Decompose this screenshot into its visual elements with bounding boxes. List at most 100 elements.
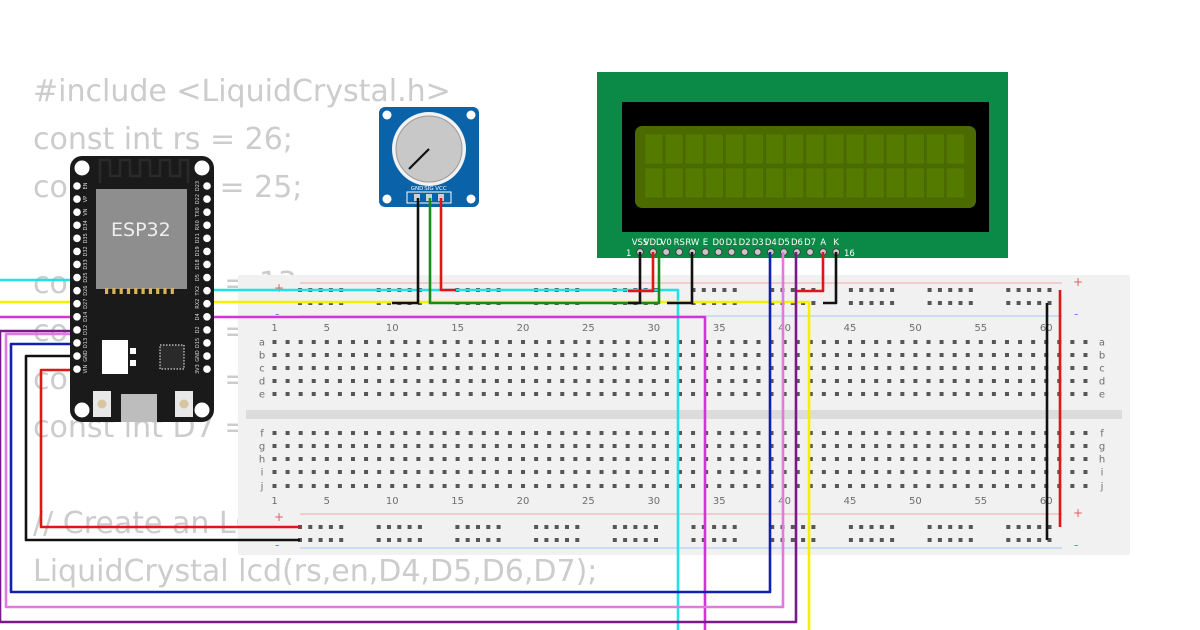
breadboard-hole[interactable] <box>913 392 918 396</box>
breadboard-hole[interactable] <box>1037 301 1042 305</box>
breadboard-hole[interactable] <box>848 379 853 383</box>
breadboard-hole[interactable] <box>534 470 539 474</box>
breadboard-hole[interactable] <box>324 392 329 396</box>
breadboard-hole[interactable] <box>468 484 473 488</box>
breadboard-hole[interactable] <box>952 470 957 474</box>
breadboard-hole[interactable] <box>743 470 748 474</box>
breadboard-hole[interactable] <box>364 444 369 448</box>
breadboard-hole[interactable] <box>455 538 460 542</box>
breadboard-hole[interactable] <box>429 431 434 435</box>
breadboard-hole[interactable] <box>821 379 826 383</box>
breadboard-hole[interactable] <box>377 484 382 488</box>
breadboard-hole[interactable] <box>612 431 617 435</box>
breadboard-hole[interactable] <box>311 457 316 461</box>
breadboard-hole[interactable] <box>403 470 408 474</box>
wire-vin-rail[interactable] <box>39 368 300 529</box>
breadboard-hole[interactable] <box>756 353 761 357</box>
breadboard-hole[interactable] <box>486 538 491 542</box>
breadboard-hole[interactable] <box>958 538 963 542</box>
breadboard-hole[interactable] <box>298 366 303 370</box>
breadboard-hole[interactable] <box>717 457 722 461</box>
breadboard-hole[interactable] <box>481 431 486 435</box>
breadboard-hole[interactable] <box>311 340 316 344</box>
breadboard-hole[interactable] <box>337 366 342 370</box>
breadboard-hole[interactable] <box>952 353 957 357</box>
breadboard-hole[interactable] <box>496 538 501 542</box>
breadboard-hole[interactable] <box>1006 288 1011 292</box>
breadboard-hole[interactable] <box>442 470 447 474</box>
breadboard-hole[interactable] <box>859 301 864 305</box>
pot-pin[interactable] <box>426 194 432 201</box>
breadboard-hole[interactable] <box>390 379 395 383</box>
esp32-pin[interactable] <box>203 221 211 230</box>
wire-pot-vcc[interactable] <box>439 198 456 292</box>
breadboard-hole[interactable] <box>350 457 355 461</box>
breadboard-hole[interactable] <box>730 431 735 435</box>
breadboard-hole[interactable] <box>403 431 408 435</box>
breadboard-hole[interactable] <box>429 484 434 488</box>
breadboard-hole[interactable] <box>1004 392 1009 396</box>
breadboard-hole[interactable] <box>965 392 970 396</box>
breadboard-hole[interactable] <box>795 340 800 344</box>
breadboard-hole[interactable] <box>625 340 630 344</box>
breadboard-hole[interactable] <box>1031 353 1036 357</box>
breadboard-hole[interactable] <box>770 525 775 529</box>
breadboard-hole[interactable] <box>1026 525 1031 529</box>
breadboard-hole[interactable] <box>677 431 682 435</box>
breadboard-hole[interactable] <box>968 525 973 529</box>
breadboard-hole[interactable] <box>494 353 499 357</box>
breadboard-hole[interactable] <box>927 301 932 305</box>
breadboard-hole[interactable] <box>651 379 656 383</box>
breadboard-hole[interactable] <box>651 366 656 370</box>
breadboard-hole[interactable] <box>625 484 630 488</box>
breadboard-hole[interactable] <box>625 392 630 396</box>
breadboard-hole[interactable] <box>651 431 656 435</box>
breadboard-hole[interactable] <box>756 457 761 461</box>
breadboard-hole[interactable] <box>311 353 316 357</box>
breadboard-hole[interactable] <box>874 340 879 344</box>
esp32-pin[interactable] <box>73 339 81 347</box>
breadboard-hole[interactable] <box>429 379 434 383</box>
breadboard-hole[interactable] <box>790 538 795 542</box>
breadboard-hole[interactable] <box>534 484 539 488</box>
esp32-pin[interactable] <box>73 208 81 216</box>
breadboard-hole[interactable] <box>926 444 931 448</box>
breadboard-hole[interactable] <box>272 457 277 461</box>
breadboard-hole[interactable] <box>861 353 866 357</box>
breadboard-hole[interactable] <box>717 340 722 344</box>
breadboard-hole[interactable] <box>390 353 395 357</box>
breadboard-hole[interactable] <box>534 366 539 370</box>
breadboard-hole[interactable] <box>612 340 617 344</box>
breadboard-hole[interactable] <box>801 538 806 542</box>
breadboard-hole[interactable] <box>965 353 970 357</box>
breadboard-hole[interactable] <box>887 470 892 474</box>
breadboard-hole[interactable] <box>364 379 369 383</box>
breadboard-hole[interactable] <box>328 538 333 542</box>
lcd-pin[interactable] <box>806 248 814 256</box>
breadboard-hole[interactable] <box>952 457 957 461</box>
esp32-pin[interactable] <box>73 247 81 256</box>
breadboard-hole[interactable] <box>848 353 853 357</box>
breadboard-hole[interactable] <box>848 538 853 542</box>
breadboard-hole[interactable] <box>769 379 774 383</box>
breadboard-hole[interactable] <box>612 525 617 529</box>
esp32-pin[interactable] <box>73 234 81 243</box>
breadboard-hole[interactable] <box>1083 457 1088 461</box>
breadboard-hole[interactable] <box>573 392 578 396</box>
breadboard-hole[interactable] <box>654 538 658 542</box>
breadboard-hole[interactable] <box>677 444 682 448</box>
breadboard-hole[interactable] <box>965 379 970 383</box>
breadboard-hole[interactable] <box>717 431 722 435</box>
breadboard-hole[interactable] <box>1031 392 1036 396</box>
breadboard-hole[interactable] <box>890 288 895 292</box>
breadboard-hole[interactable] <box>575 525 580 529</box>
breadboard-hole[interactable] <box>939 470 944 474</box>
breadboard-hole[interactable] <box>416 353 421 357</box>
breadboard-hole[interactable] <box>455 340 460 344</box>
breadboard-hole[interactable] <box>965 340 970 344</box>
esp32-pin[interactable] <box>203 352 211 360</box>
breadboard-hole[interactable] <box>285 366 290 370</box>
breadboard-hole[interactable] <box>664 457 669 461</box>
breadboard-hole[interactable] <box>308 525 313 529</box>
breadboard-hole[interactable] <box>586 484 591 488</box>
